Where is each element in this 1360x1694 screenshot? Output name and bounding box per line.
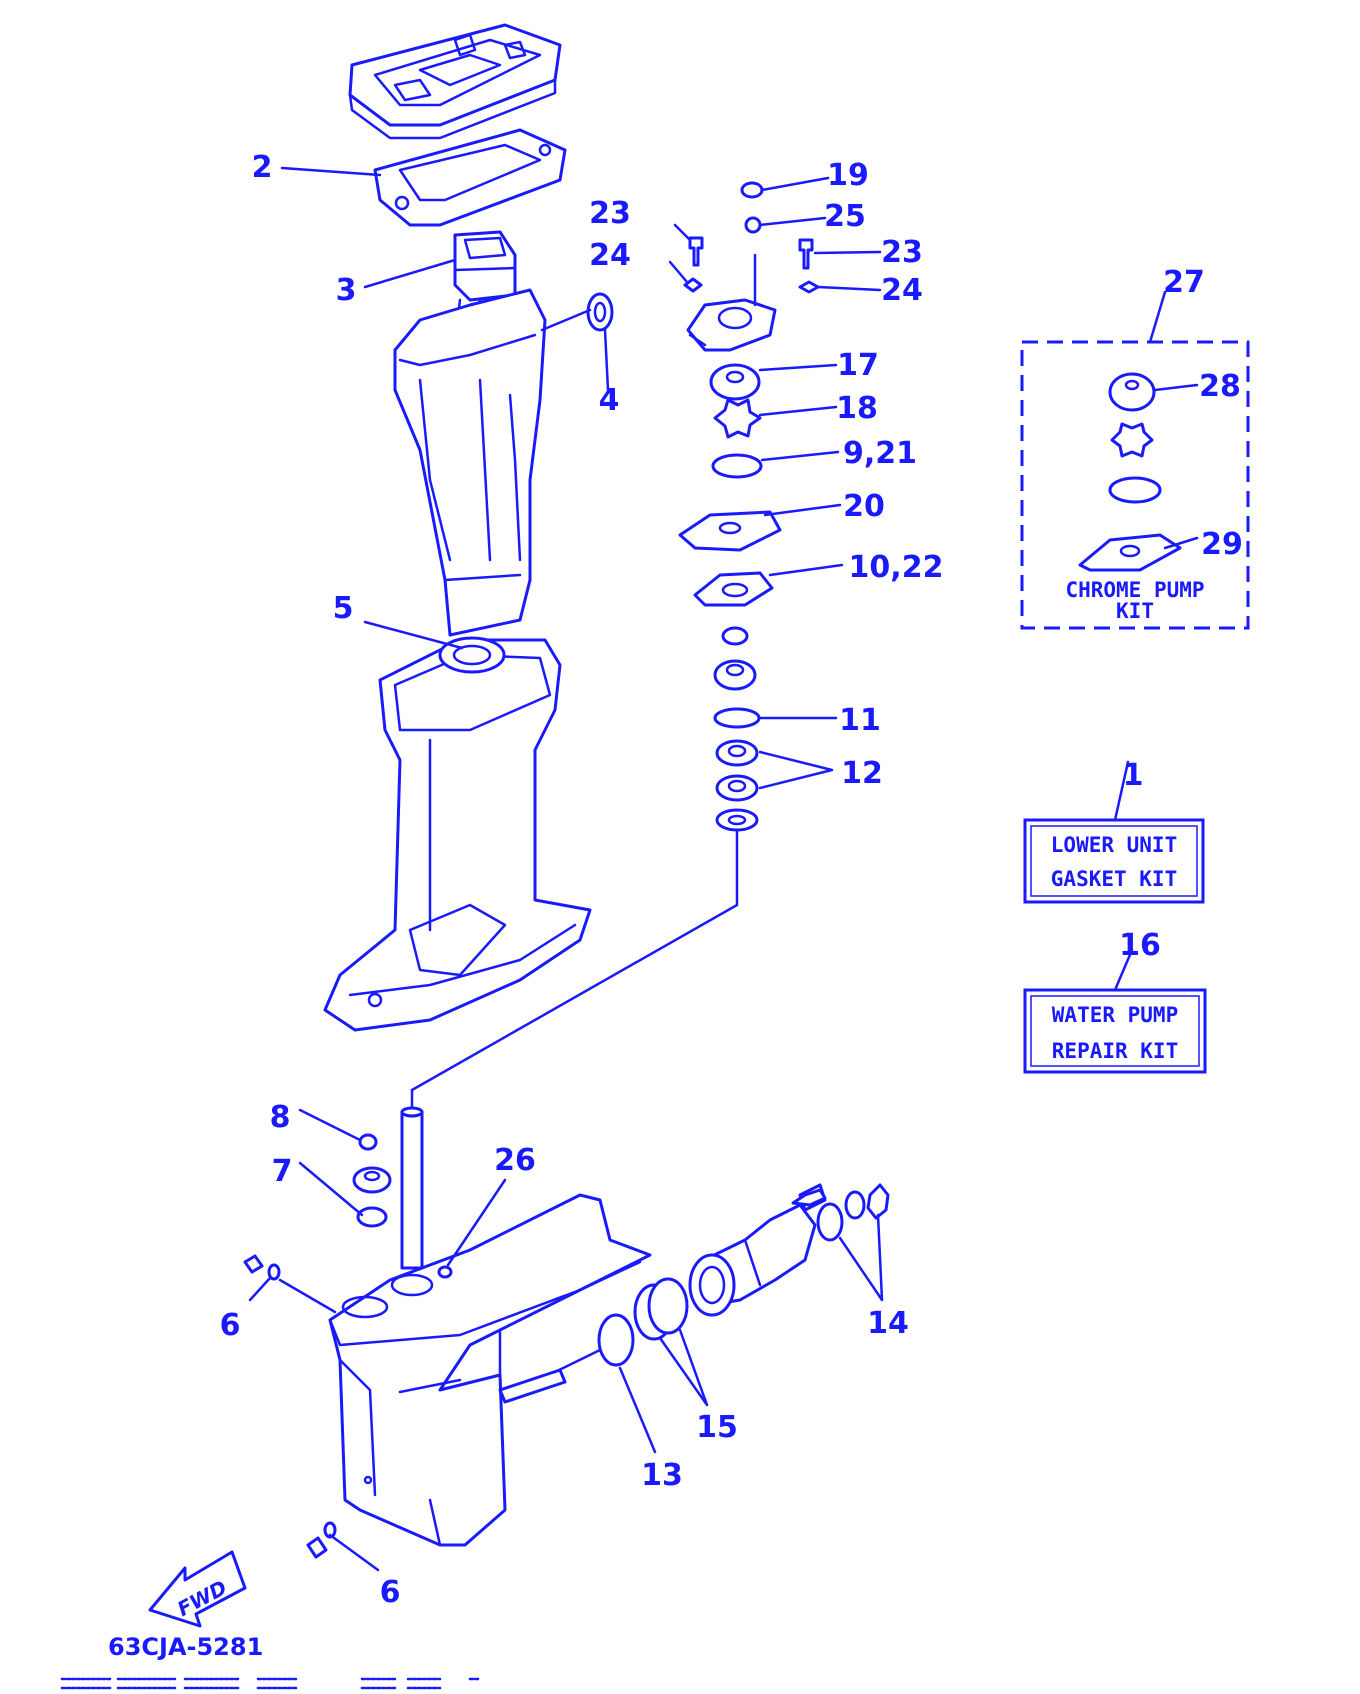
callout-numbers: 2 3 4 5 23 24 19 25 23 24 17 18 9,21 20 …: [220, 150, 1243, 1610]
water-pump-parts: [678, 181, 820, 832]
callout-7: 7: [272, 1154, 293, 1189]
drain-screw-upper: [243, 1254, 281, 1281]
callout-18: 18: [836, 391, 878, 426]
driveshaft-path: [410, 830, 739, 1110]
callout-5: 5: [333, 591, 354, 626]
leader-lines: [248, 166, 1199, 1572]
callout-12: 12: [841, 756, 883, 791]
lower-gear-case: [328, 1193, 652, 1547]
callout-8: 8: [270, 1100, 291, 1135]
water-pump-kit-label-2: REPAIR KIT: [1052, 1039, 1178, 1063]
o-rings-15: [633, 1277, 689, 1341]
exhaust-guide: [453, 230, 517, 347]
callout-14: 14: [867, 1306, 909, 1341]
outer-plate-20: [678, 510, 782, 552]
callout-10-22: 10,22: [849, 550, 944, 585]
forward-direction-arrow: FWD: [148, 1550, 247, 1628]
callout-13: 13: [641, 1458, 683, 1493]
o-ring-9-21: [711, 453, 763, 479]
impeller-18: [713, 398, 762, 439]
oil-seal-12-b: [715, 774, 759, 802]
upper-casing: [393, 288, 547, 637]
nuts-and-washer-14: [791, 1183, 890, 1242]
oil-seal-12-a: [715, 739, 759, 767]
water-pump-repair-kit-box: WATER PUMP REPAIR KIT: [1023, 988, 1207, 1074]
callout-2: 2: [252, 150, 273, 185]
callout-23-left: 23: [589, 196, 631, 231]
callout-25: 25: [824, 199, 866, 234]
o-ring-13: [597, 1313, 635, 1367]
pump-housing: [686, 298, 777, 352]
chrome-pump-kit-label-2: KIT: [1116, 599, 1154, 623]
chrome-pump-kit-box: CHROME PUMP KIT: [1020, 340, 1250, 630]
seal-4: [586, 292, 614, 332]
callout-27: 27: [1163, 265, 1205, 300]
callout-16: 16: [1119, 928, 1161, 963]
propeller-shaft-housing: [688, 1203, 817, 1317]
callout-24-left: 24: [589, 238, 631, 273]
callout-20: 20: [843, 489, 885, 524]
water-pump-kit-label-1: WATER PUMP: [1052, 1003, 1178, 1027]
callout-1: 1: [1123, 758, 1144, 793]
callout-26: 26: [494, 1143, 536, 1178]
drive-shaft: [400, 1106, 424, 1270]
bolt-23-right: [798, 238, 814, 270]
lower-unit-gasket-kit-box: LOWER UNIT GASKET KIT: [1023, 818, 1205, 904]
lower-unit-kit-label-1: LOWER UNIT: [1051, 833, 1177, 857]
callout-24-right: 24: [881, 273, 923, 308]
callout-6-upper: 6: [220, 1308, 241, 1343]
part-8: [358, 1133, 378, 1151]
callout-6-lower: 6: [380, 1575, 401, 1610]
callout-15: 15: [696, 1410, 738, 1445]
fine-print-marks: [60, 1677, 480, 1690]
part-26: [437, 1265, 453, 1279]
callout-3: 3: [336, 273, 357, 308]
insert-25: [744, 216, 762, 234]
callout-28: 28: [1199, 369, 1241, 404]
propeller-shaft: [498, 1348, 602, 1404]
o-ring-11: [713, 707, 761, 729]
catalog-code: 63CJA-5281: [108, 1633, 263, 1661]
grommet-19: [740, 181, 764, 199]
callout-19: 19: [827, 158, 869, 193]
callout-23-right: 23: [881, 235, 923, 270]
callout-29: 29: [1201, 527, 1243, 562]
chrome-pump-kit-label-1: CHROME PUMP: [1065, 578, 1204, 602]
top-adapter-plate: [348, 23, 562, 140]
callout-9-21: 9,21: [843, 436, 917, 471]
part-7: [352, 1166, 392, 1228]
lower-unit-kit-label-2: GASKET KIT: [1051, 867, 1177, 891]
upper-gasket: [373, 128, 567, 227]
drive-shaft-housing: [323, 636, 592, 1032]
callout-17: 17: [837, 348, 879, 383]
bolt-23-left: [688, 236, 704, 267]
drain-screw-lower: [306, 1521, 337, 1559]
callout-11: 11: [839, 703, 881, 738]
gasket-10-22: [693, 571, 774, 607]
callout-4: 4: [599, 383, 620, 418]
